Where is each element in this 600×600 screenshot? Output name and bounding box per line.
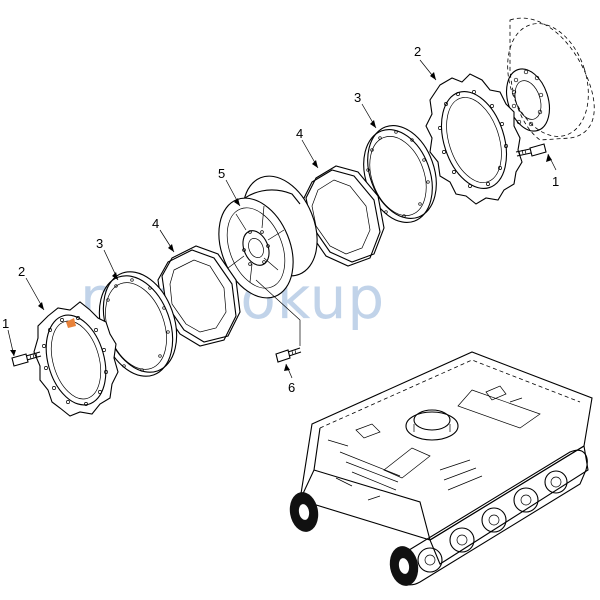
ring-left <box>98 271 178 377</box>
plate-left <box>157 245 241 347</box>
callout-4-left: 4 <box>152 216 159 231</box>
callout-3-left: 3 <box>96 236 103 251</box>
callout-3-right: 3 <box>354 90 361 105</box>
center-wheel <box>218 175 318 299</box>
callout-1-left: 1 <box>2 316 9 331</box>
highlight-marker <box>66 318 76 328</box>
bolt-right <box>515 143 547 157</box>
bolt-left <box>11 351 42 367</box>
wheel-hub <box>506 17 595 141</box>
leader-arrowheads <box>10 72 552 371</box>
callout-1-right: 1 <box>552 174 559 189</box>
callout-5: 5 <box>218 166 225 181</box>
sprocket-left <box>33 301 119 417</box>
tracked-vehicle <box>289 351 593 586</box>
callout-4-right: 4 <box>296 126 303 141</box>
bolt-center <box>255 279 302 363</box>
sprocket-right <box>425 73 523 205</box>
callout-2-right: 2 <box>414 44 421 59</box>
callout-6: 6 <box>288 380 295 395</box>
callout-2-left: 2 <box>18 264 25 279</box>
